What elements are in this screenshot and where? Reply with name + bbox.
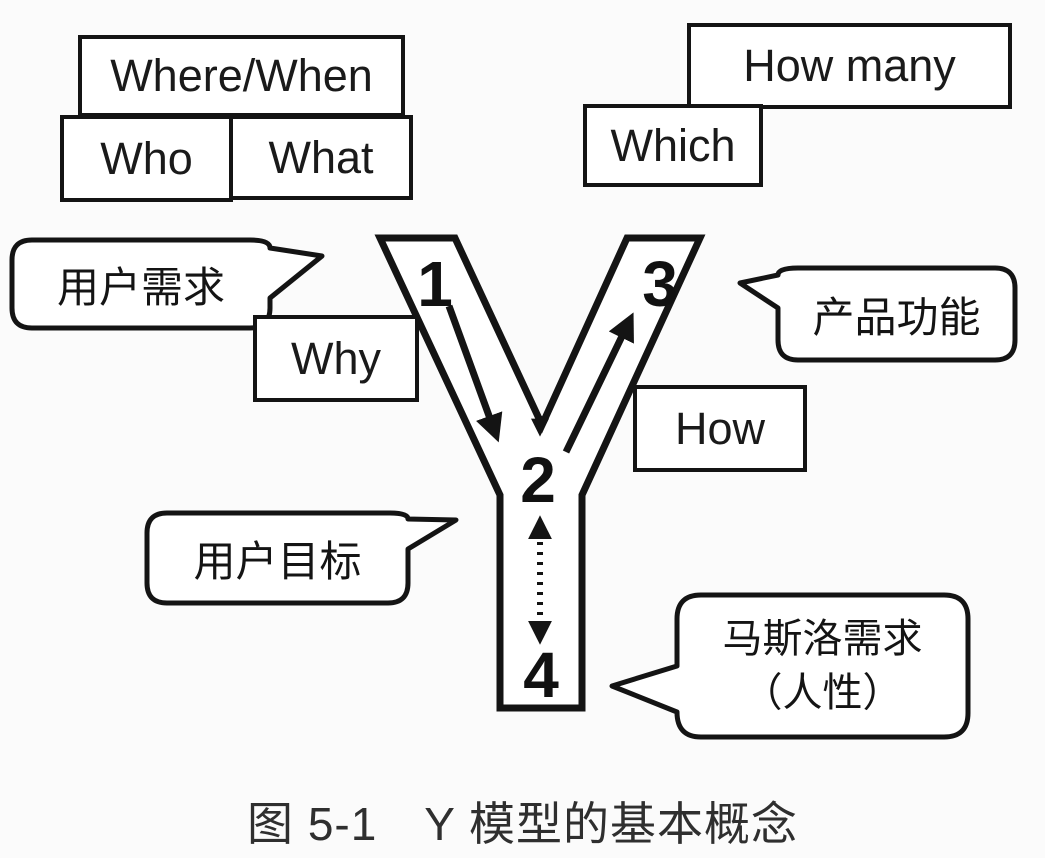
box-who: Who bbox=[60, 115, 233, 202]
box-what: What bbox=[229, 115, 413, 200]
y-node-4: 4 bbox=[523, 639, 559, 711]
arrow-1-to-2 bbox=[445, 304, 503, 443]
y-node-1: 1 bbox=[417, 248, 453, 320]
box-where-when: Where/When bbox=[78, 35, 405, 117]
speech-bubble-product-features bbox=[737, 265, 1018, 363]
speech-bubble-user-needs bbox=[9, 237, 325, 331]
figure-caption: 图 5-1 Y 模型的基本概念 bbox=[247, 798, 798, 850]
box-how: How bbox=[633, 385, 807, 472]
box-which: Which bbox=[583, 104, 763, 187]
arrow-2-to-3 bbox=[562, 312, 634, 454]
y-shape bbox=[374, 234, 706, 712]
speech-bubble-maslow-needs bbox=[609, 592, 971, 740]
y-node-2: 2 bbox=[520, 444, 556, 516]
box-why: Why bbox=[253, 315, 419, 402]
box-how-many: How many bbox=[687, 23, 1012, 109]
speech-bubble-user-goals bbox=[144, 510, 459, 606]
y-node-3: 3 bbox=[642, 248, 678, 320]
